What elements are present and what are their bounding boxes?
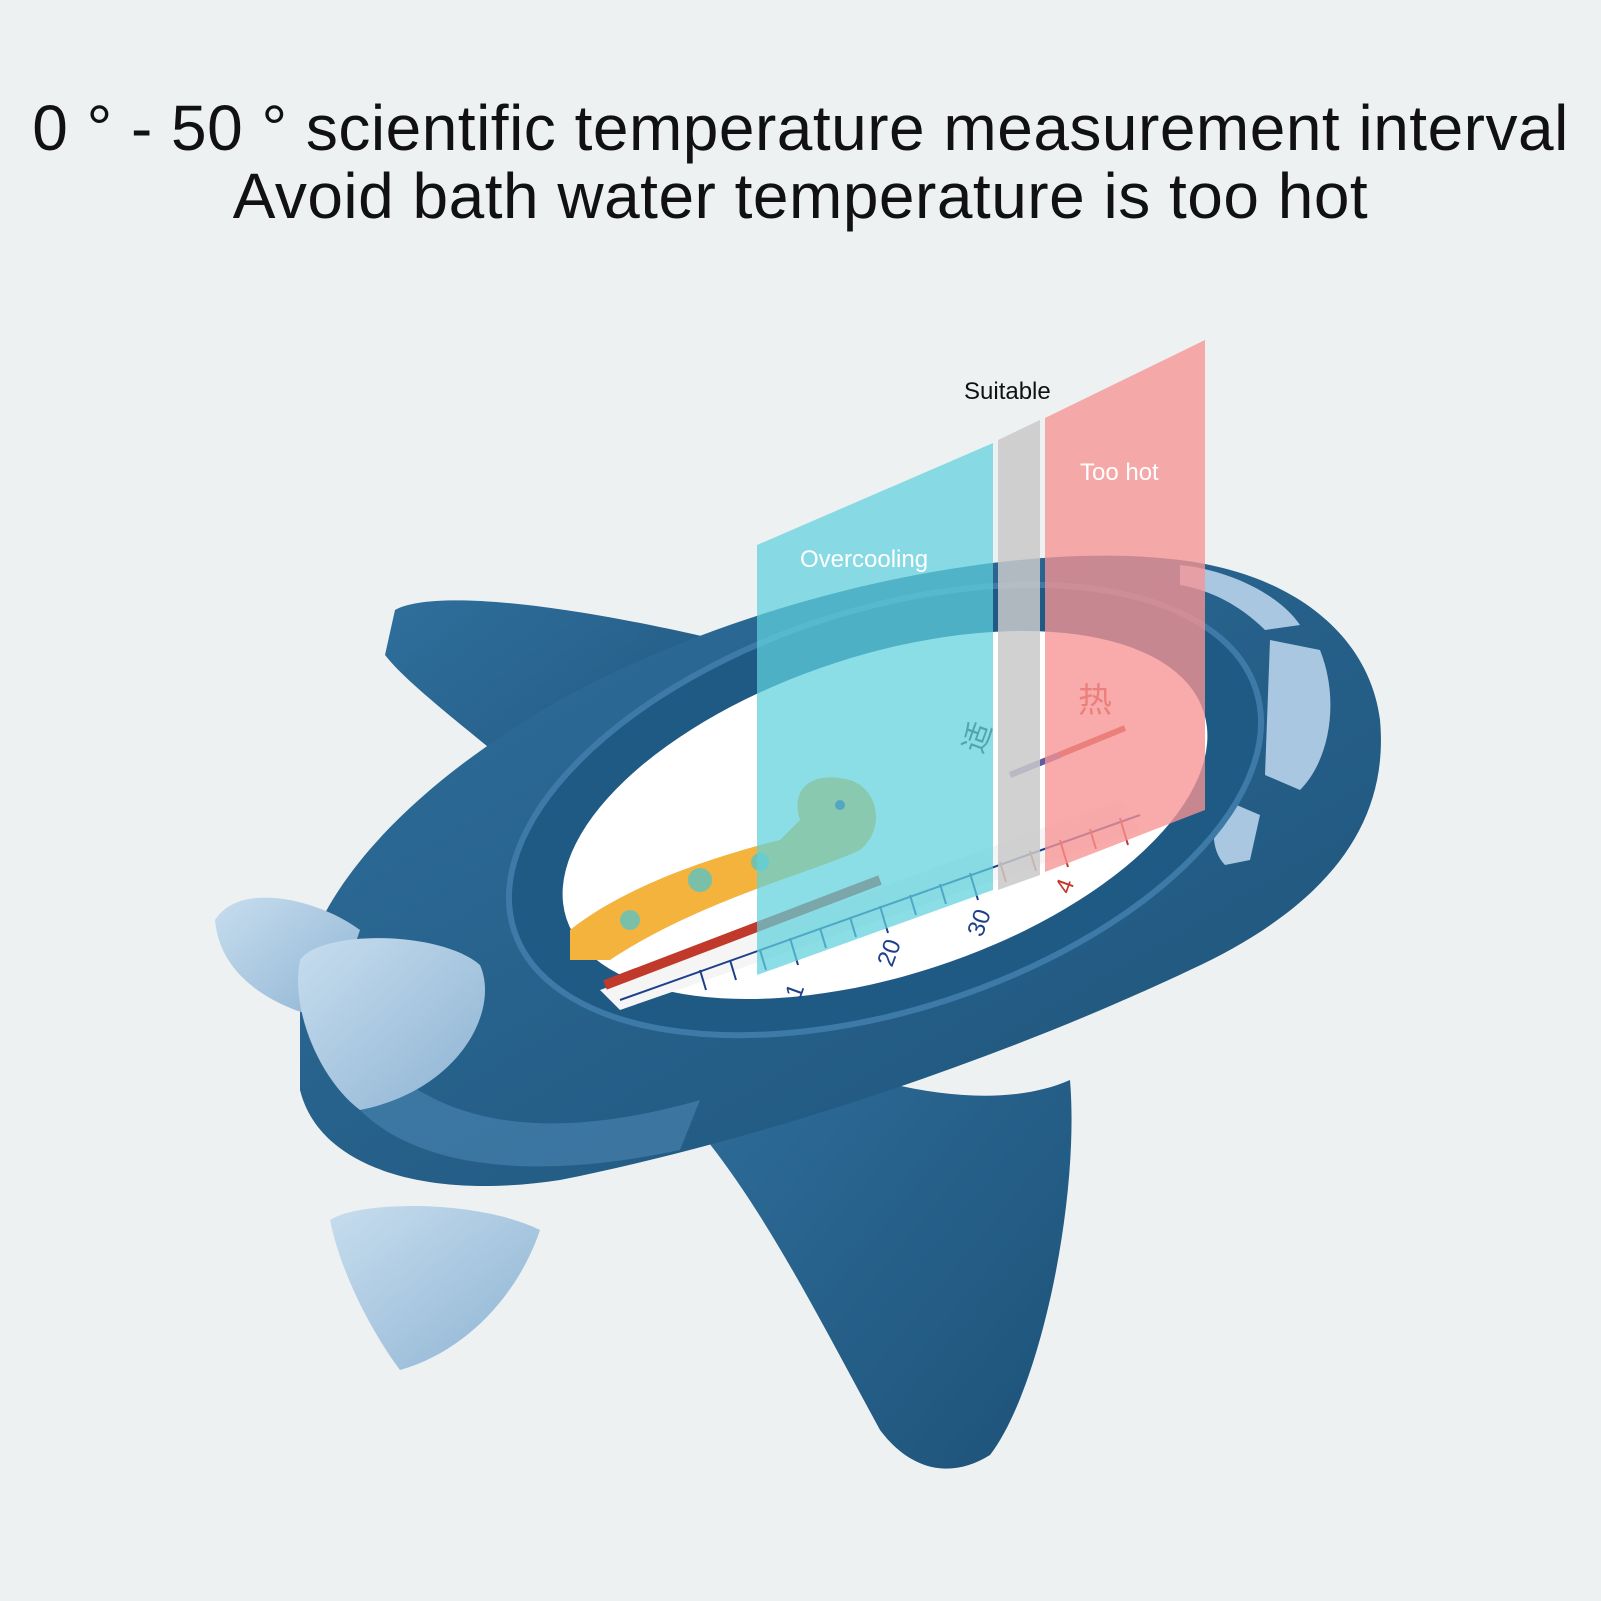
propeller-blade-bottom xyxy=(330,1206,540,1370)
headline-line-2: Avoid bath water temperature is too hot xyxy=(232,160,1369,232)
window-large xyxy=(1265,640,1331,790)
too-hot-zone-label: Too hot xyxy=(1080,459,1159,486)
too-hot-zone-panel xyxy=(1045,340,1205,872)
overcooling-zone-panel xyxy=(757,443,993,975)
headline-line-1: 0 ° - 50 ° scientific temperature measur… xyxy=(32,92,1569,164)
overcooling-zone-label: Overcooling xyxy=(800,546,929,573)
suitable-zone-label: Suitable xyxy=(964,378,1051,405)
propeller-hub xyxy=(298,938,485,1110)
suitable-zone-panel xyxy=(998,420,1040,890)
